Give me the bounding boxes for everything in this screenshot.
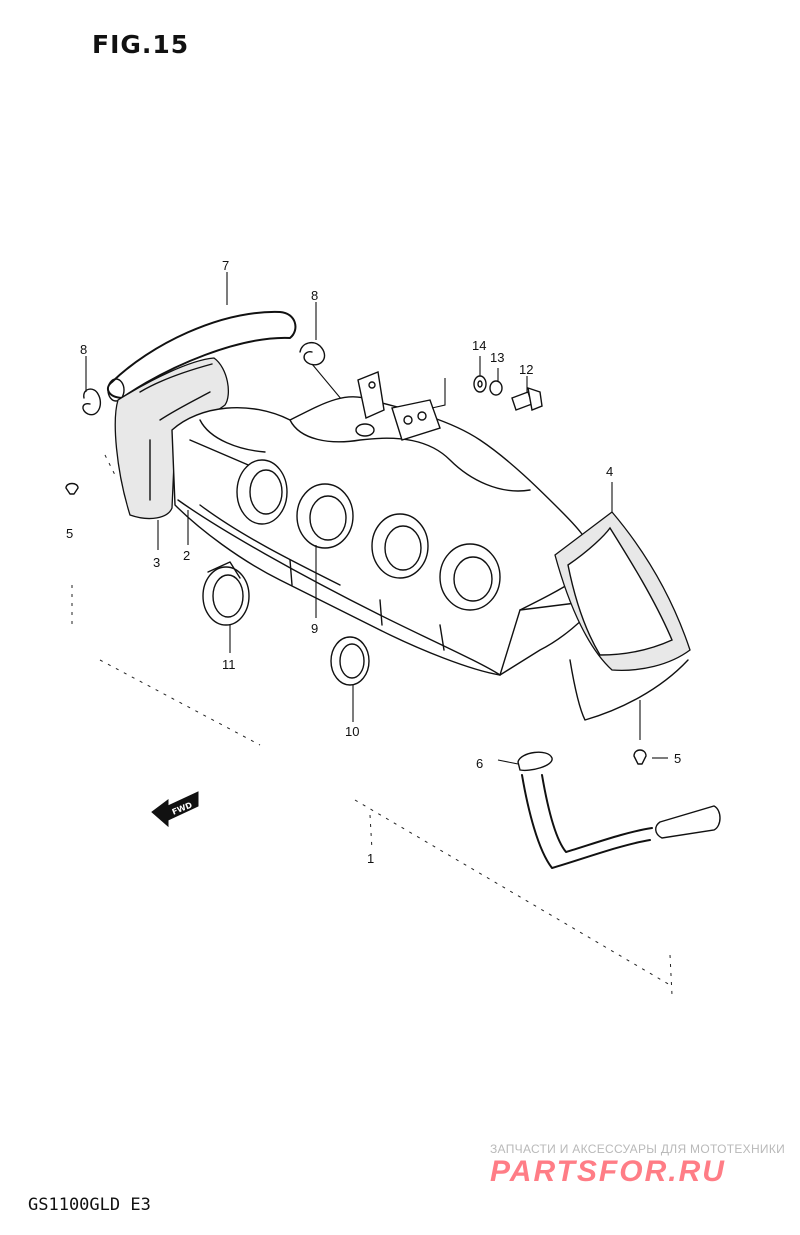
assembly-guide-lines [71,454,673,996]
model-code: GS1100GLD E3 [28,1195,151,1215]
screw-part-5-right [633,700,647,765]
callout-1: 1 [367,851,374,866]
callout-6: 6 [476,756,483,771]
callout-2: 2 [183,548,190,563]
hose-clip-part-8-left [82,388,102,416]
drain-hose-part-6 [517,751,721,869]
callout-8-right: 8 [311,288,318,303]
callout-7: 7 [222,258,229,273]
lock-washer-part-13 [489,380,503,396]
callout-11: 11 [222,657,236,672]
figure-title: FIG.15 [92,30,190,59]
carburetor-boot-part-9 [236,459,501,611]
air-cleaner-cover-part-4 [554,511,691,721]
boot-clamp-part-11 [202,561,250,626]
callout-5-right: 5 [674,751,681,766]
bolt-part-12 [511,386,543,411]
breather-hose-part-7 [106,310,297,402]
screw-part-5-left [65,482,79,495]
callout-3: 3 [153,555,160,570]
callout-14: 14 [472,338,486,353]
watermark-logo: PARTSFOR.RU [490,1155,726,1188]
forward-arrow-icon: FWD [151,791,199,828]
watermark-tagline: ЗАПЧАСТИ И АКСЕССУАРЫ ДЛЯ МОТОТЕХНИКИ [490,1142,786,1156]
washer-part-14 [473,375,487,393]
callout-5-left: 5 [66,526,73,541]
callout-12: 12 [519,362,533,377]
callout-4: 4 [606,464,613,479]
callout-10: 10 [345,724,359,739]
callout-13: 13 [490,350,504,365]
callout-8-left: 8 [80,342,87,357]
leader-lines [85,272,668,765]
callout-9: 9 [311,621,318,636]
ring-part-10 [330,636,370,686]
